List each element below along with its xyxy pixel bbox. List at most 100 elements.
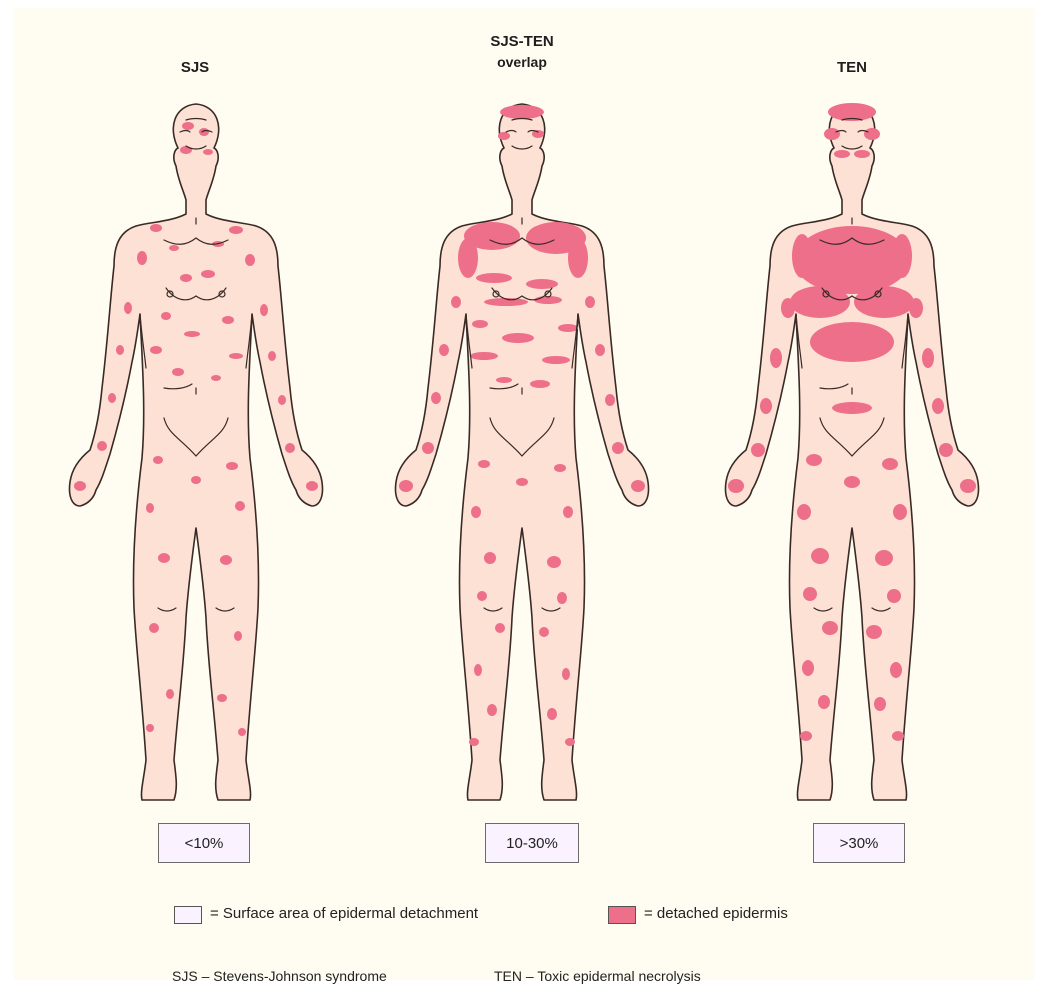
body-figure-overlap: [372, 88, 672, 808]
lesion-spot: [565, 738, 575, 746]
percent-box-overlap: 10-30%: [485, 823, 579, 863]
lesion-spot: [278, 395, 286, 405]
lesion-spot: [832, 402, 872, 414]
lesion-spot: [806, 454, 822, 466]
lesion-spot: [469, 738, 479, 746]
lesion-spot: [563, 506, 573, 518]
lesion-spot: [892, 234, 912, 278]
lesion-spot: [810, 322, 894, 362]
lesion-spot: [116, 345, 124, 355]
lesion-spot: [268, 351, 276, 361]
lesion-spot: [530, 380, 550, 388]
lesion-spot: [496, 377, 512, 383]
body-outline: [395, 104, 648, 800]
lesion-spot: [484, 552, 496, 564]
lesion-spot: [502, 333, 534, 343]
lesion-spot: [182, 122, 194, 130]
lesion-spot: [470, 352, 498, 360]
lesion-spot: [854, 150, 870, 158]
lesion-spot: [477, 591, 487, 601]
lesion-spot: [172, 368, 184, 376]
body-figure-sjs: [46, 88, 346, 808]
lesion-spot: [866, 625, 882, 639]
panel-title-sjs: SJS: [181, 58, 209, 78]
lesion-spot: [161, 312, 171, 320]
lesion-spot: [892, 731, 904, 741]
lesion-spot: [797, 504, 811, 520]
legend-swatch-detached: [608, 906, 636, 924]
lesion-spot: [803, 587, 817, 601]
lesion-spot: [557, 592, 567, 604]
lesion-spot: [97, 441, 107, 451]
lesion-spot: [922, 348, 934, 368]
lesion-spot: [495, 623, 505, 633]
lesion-spot: [238, 728, 246, 736]
lesion-spot: [802, 660, 814, 676]
lesion-spot: [792, 234, 812, 278]
panel-subtitle-overlap: overlap: [497, 52, 547, 72]
lesion-spot: [882, 458, 898, 470]
lesion-spot: [728, 479, 744, 493]
lesion-spot: [146, 503, 154, 513]
legend-label-detached: = detached epidermis: [644, 905, 788, 922]
lesion-spot: [760, 398, 772, 414]
lesion-spot: [887, 589, 901, 603]
lesion-spot: [751, 443, 765, 457]
lesion-spot: [811, 548, 829, 564]
lesion-spot: [890, 662, 902, 678]
lesion-spot: [235, 501, 245, 511]
percent-box-sjs: <10%: [158, 823, 250, 863]
lesion-spot: [166, 689, 174, 699]
lesion-spot: [150, 346, 162, 354]
abbreviation-ten: TEN – Toxic epidermal necrolysis: [494, 968, 701, 984]
panel-title-overlap: SJS-TEN: [490, 32, 553, 52]
lesion-spot: [431, 392, 441, 404]
lesion-spot: [893, 504, 907, 520]
percent-box-ten: >30%: [813, 823, 905, 863]
lesion-spot: [222, 316, 234, 324]
lesion-spot: [217, 694, 227, 702]
lesion-spot: [234, 631, 242, 641]
lesion-spot: [498, 132, 510, 140]
lesion-spot: [487, 704, 497, 716]
lesion-spot: [790, 286, 850, 318]
lesion-spot: [800, 731, 812, 741]
lesion-spot: [226, 462, 238, 470]
lesion-spot: [203, 149, 213, 155]
lesion-spot: [781, 298, 795, 318]
lesion-spot: [471, 506, 481, 518]
lesion-spot: [909, 298, 923, 318]
lesion-spot: [478, 460, 490, 468]
lesion-spot: [451, 296, 461, 308]
abbreviation-sjs: SJS – Stevens-Johnson syndrome: [172, 968, 387, 984]
lesion-spot: [439, 344, 449, 356]
lesion-spot: [547, 556, 561, 568]
lesion-spot: [150, 224, 162, 232]
lesion-spot: [542, 356, 570, 364]
lesion-spot: [875, 550, 893, 566]
body-outline: [69, 104, 322, 800]
lesion-spot: [229, 226, 243, 234]
lesion-spot: [245, 254, 255, 266]
lesion-spot: [605, 394, 615, 406]
lesion-spot: [864, 128, 880, 140]
lesion-spot: [960, 479, 976, 493]
lesion-spot: [399, 480, 413, 492]
lesion-spot: [474, 664, 482, 676]
lesion-spot: [285, 443, 295, 453]
lesion-spot: [472, 320, 488, 328]
lesion-spot: [149, 623, 159, 633]
lesion-spot: [220, 555, 232, 565]
diagram-canvas: SJS SJS-TEN overlap TEN <10% 10-30% >30%…: [14, 8, 1034, 980]
lesion-spot: [153, 456, 163, 464]
lesion-spot: [169, 245, 179, 251]
lesion-spot: [146, 724, 154, 732]
lesion-spot: [539, 627, 549, 637]
lesion-spot: [854, 286, 914, 318]
panel-title-ten: TEN: [837, 58, 867, 78]
lesion-spot: [180, 274, 192, 282]
lesion-spot: [260, 304, 268, 316]
lesion-spot: [631, 480, 645, 492]
lesion-spot: [824, 128, 840, 140]
lesion-spot: [822, 621, 838, 635]
